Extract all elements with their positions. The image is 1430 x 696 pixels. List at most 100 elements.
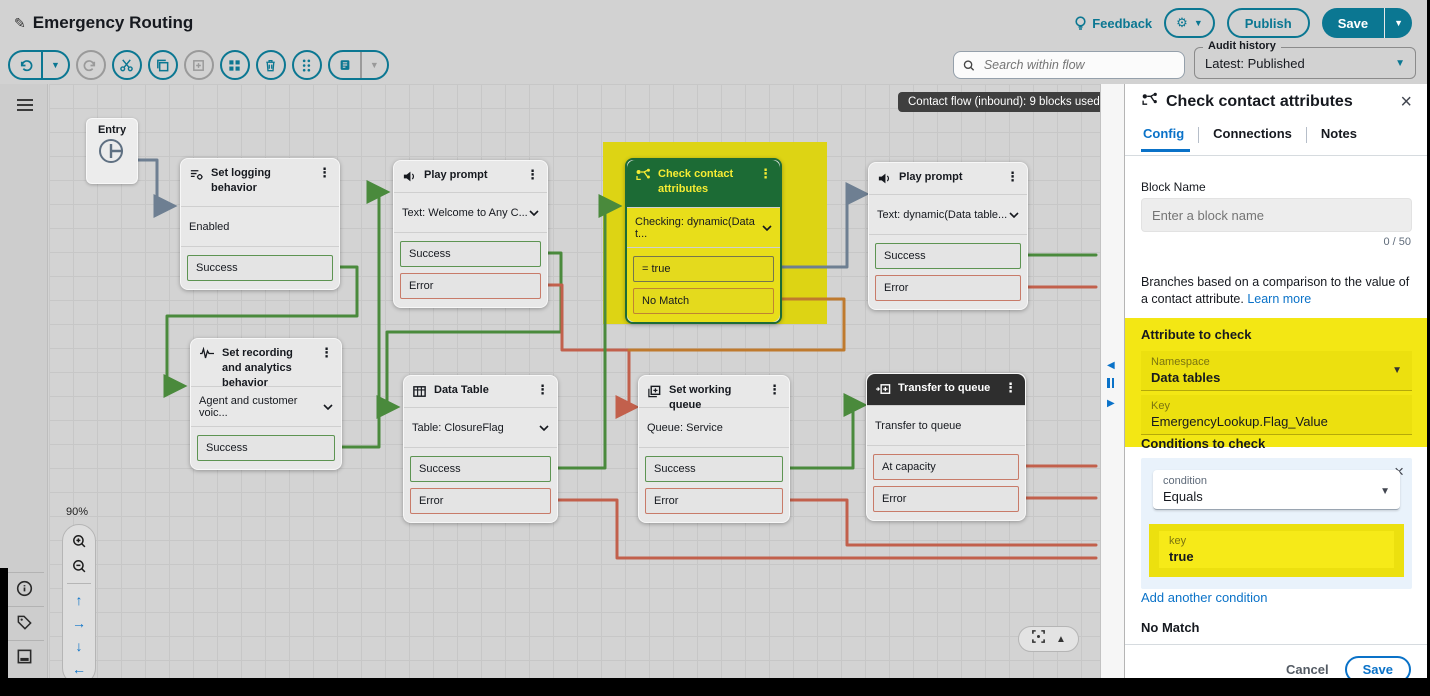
- branch-success[interactable]: Success: [645, 456, 783, 482]
- tab-config[interactable]: Config: [1141, 126, 1198, 152]
- kebab-menu-icon[interactable]: ⋮: [1004, 380, 1017, 395]
- collapse-right-icon[interactable]: ▶: [1107, 398, 1115, 409]
- branch-error[interactable]: Error: [875, 275, 1021, 301]
- undo-caret-icon[interactable]: ▼: [41, 52, 68, 78]
- search-input[interactable]: [981, 57, 1175, 73]
- kebab-menu-icon[interactable]: ⋮: [768, 382, 781, 397]
- tab-connections[interactable]: Connections: [1213, 126, 1292, 141]
- block-summary[interactable]: Checking: dynamic(Data t...: [627, 208, 780, 248]
- undo-button[interactable]: ▼: [8, 50, 70, 80]
- close-icon[interactable]: ×: [1400, 91, 1412, 113]
- branch-success[interactable]: Success: [197, 435, 335, 461]
- pan-up-icon[interactable]: ↑: [75, 592, 83, 608]
- fit-to-screen-icon[interactable]: [1031, 629, 1046, 649]
- branch-no-match[interactable]: No Match: [633, 288, 774, 314]
- add-condition-link[interactable]: Add another condition: [1141, 590, 1268, 605]
- save-button[interactable]: Save: [1321, 8, 1386, 38]
- block-summary[interactable]: Text: dynamic(Data table...: [869, 195, 1027, 235]
- collapse-left-icon[interactable]: ◀: [1107, 360, 1115, 371]
- paste-button[interactable]: [183, 50, 214, 80]
- cancel-button[interactable]: Cancel: [1285, 662, 1329, 677]
- flow-block-check-contact-attributes[interactable]: Check contact attributes ⋮ Checking: dyn…: [625, 158, 782, 324]
- branch-error[interactable]: Error: [873, 486, 1019, 512]
- branch--true[interactable]: = true: [633, 256, 774, 282]
- condition-select[interactable]: condition Equals ▼: [1153, 470, 1400, 510]
- branch-success[interactable]: Success: [875, 243, 1021, 269]
- tag-icon[interactable]: [14, 612, 34, 632]
- flow-search[interactable]: [953, 51, 1185, 79]
- branch-at-capacity[interactable]: At capacity: [873, 454, 1019, 480]
- delete-button[interactable]: [255, 50, 286, 80]
- block-title: Data Table: [434, 384, 489, 396]
- speaker-icon: [877, 171, 892, 191]
- block-title: Play prompt: [424, 169, 488, 181]
- pan-left-icon[interactable]: ←: [72, 661, 86, 677]
- caret-down-icon: ▼: [1193, 18, 1203, 28]
- panel-splitter[interactable]: ◀ ▶: [1100, 84, 1124, 678]
- kebab-menu-icon[interactable]: ⋮: [526, 167, 539, 182]
- kebab-menu-icon[interactable]: ⋮: [759, 166, 772, 181]
- flow-block-set-recording-analytics[interactable]: Set recording and analytics behavior ⋮ A…: [190, 338, 342, 470]
- flow-block-play-prompt-2[interactable]: Play prompt ⋮ Text: dynamic(Data table..…: [868, 162, 1028, 310]
- block-summary[interactable]: Text: Welcome to Any C...: [394, 193, 547, 233]
- branch-success[interactable]: Success: [410, 456, 551, 482]
- tab-notes[interactable]: Notes: [1320, 126, 1358, 141]
- pan-right-icon[interactable]: →: [72, 615, 86, 631]
- copy-button[interactable]: [147, 50, 178, 80]
- speaker-icon: [402, 169, 417, 189]
- kebab-menu-icon[interactable]: ⋮: [318, 165, 331, 180]
- kebab-menu-icon[interactable]: ⋮: [1006, 169, 1019, 184]
- entry-point-block[interactable]: Entry: [86, 118, 138, 184]
- branch-error[interactable]: Error: [645, 488, 783, 514]
- undo-icon[interactable]: [10, 52, 41, 78]
- kebab-menu-icon[interactable]: ⋮: [320, 345, 333, 360]
- group-blocks-button[interactable]: [219, 50, 250, 80]
- feedback-link[interactable]: Feedback: [1074, 16, 1152, 31]
- namespace-select[interactable]: Namespace Data tables ▼: [1141, 351, 1412, 391]
- attribute-key-field[interactable]: Key EmergencyLookup.Flag_Value: [1141, 395, 1412, 435]
- block-summary[interactable]: Agent and customer voic...: [191, 387, 341, 427]
- divider: [1305, 126, 1307, 143]
- cut-button[interactable]: [111, 50, 142, 80]
- zoom-out-icon[interactable]: [71, 558, 87, 574]
- flow-block-transfer-to-queue[interactable]: Transfer to queue ⋮ Transfer to queue At …: [866, 373, 1026, 521]
- info-icon[interactable]: [14, 578, 34, 598]
- zoom-in-icon[interactable]: [71, 533, 87, 549]
- block-name-input[interactable]: [1141, 198, 1412, 232]
- annotations-button[interactable]: ▼: [327, 50, 389, 80]
- publish-button[interactable]: Publish: [1226, 8, 1310, 38]
- canvas-mini-controls: ▲: [1018, 626, 1079, 652]
- block-summary[interactable]: Queue: Service: [639, 408, 789, 448]
- branch-error[interactable]: Error: [400, 273, 541, 299]
- condition-key-field[interactable]: key true: [1159, 531, 1394, 568]
- splitter-pause-icon[interactable]: [1107, 378, 1114, 388]
- table-icon: [412, 384, 427, 404]
- kebab-menu-icon[interactable]: ⋮: [536, 382, 549, 397]
- settings-menu-button[interactable]: ⚙ ▼: [1164, 8, 1215, 38]
- save-menu-caret[interactable]: ▼: [1385, 8, 1412, 38]
- redo-button[interactable]: [75, 50, 106, 80]
- collapse-up-icon[interactable]: ▲: [1056, 633, 1066, 645]
- branch-error[interactable]: Error: [410, 488, 551, 514]
- annotations-icon[interactable]: [330, 52, 360, 78]
- edit-title-icon[interactable]: ✎: [14, 14, 26, 31]
- bottom-panel-icon[interactable]: [14, 646, 34, 666]
- pan-down-icon[interactable]: ↓: [75, 638, 83, 654]
- flow-block-play-prompt-1[interactable]: Play prompt ⋮ Text: Welcome to Any C... S…: [393, 160, 548, 308]
- block-title: Set logging behavior: [211, 167, 271, 194]
- drag-dots-button[interactable]: [291, 50, 322, 80]
- annotations-caret-icon[interactable]: ▼: [359, 52, 387, 78]
- block-summary[interactable]: Table: ClosureFlag: [404, 408, 557, 448]
- audit-history-select[interactable]: Audit history Latest: Published ▼: [1194, 40, 1416, 79]
- hamburger-icon[interactable]: [17, 96, 33, 114]
- block-summary[interactable]: Enabled: [181, 207, 339, 247]
- block-summary[interactable]: Transfer to queue: [867, 406, 1025, 446]
- branch-success[interactable]: Success: [187, 255, 333, 281]
- block-title: Transfer to queue: [898, 382, 991, 394]
- learn-more-link[interactable]: Learn more: [1247, 292, 1312, 306]
- screen-bezel-right: [1427, 0, 1430, 696]
- branch-success[interactable]: Success: [400, 241, 541, 267]
